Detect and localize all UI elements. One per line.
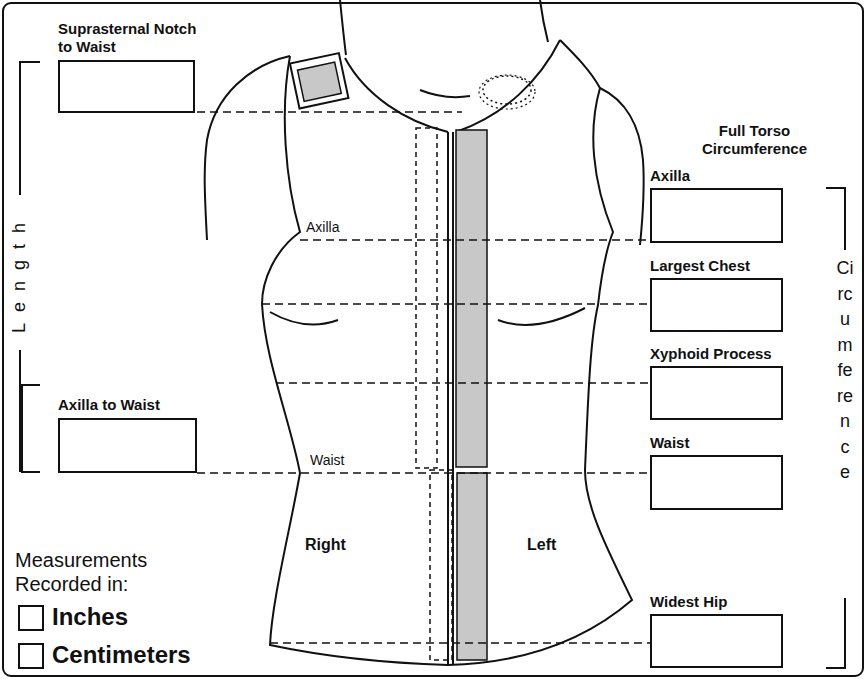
measurement-box: Widest Hip xyxy=(650,614,783,668)
box-heading: Xyphoid Process xyxy=(650,345,840,363)
measurement-box: Suprasternal Notch to Waist xyxy=(58,60,195,113)
unit-label: Centimeters xyxy=(52,640,191,670)
level-label: Waist xyxy=(310,452,344,468)
box-heading: Largest Chest xyxy=(650,257,820,275)
measurement-box: Xyphoid Process xyxy=(650,366,783,420)
units-heading: Measurements Recorded in: xyxy=(15,548,155,596)
box-heading: Waist xyxy=(650,434,800,452)
measurement-box: Axilla to Waist xyxy=(58,418,197,473)
box-heading: Axilla xyxy=(650,167,800,185)
level-label: Axilla xyxy=(306,219,339,235)
box-heading: Widest Hip xyxy=(650,593,800,611)
measurement-box: Axilla xyxy=(650,188,783,243)
box-heading: Suprasternal Notch to Waist xyxy=(58,20,208,56)
unit-label: Inches xyxy=(52,602,128,632)
axis-label: Length xyxy=(10,211,31,332)
measurement-box: Largest Chest xyxy=(650,278,783,332)
axis-label: Circumference xyxy=(836,256,854,486)
side-label: Left xyxy=(527,536,556,554)
unit-checkbox: Centimeters xyxy=(18,643,44,669)
torso-heading: Full Torso Circumference xyxy=(672,122,837,158)
unit-checkbox: Inches xyxy=(18,605,44,631)
side-label: Right xyxy=(305,536,346,554)
box-heading: Axilla to Waist xyxy=(58,396,173,414)
measurement-box: Waist xyxy=(650,455,783,510)
